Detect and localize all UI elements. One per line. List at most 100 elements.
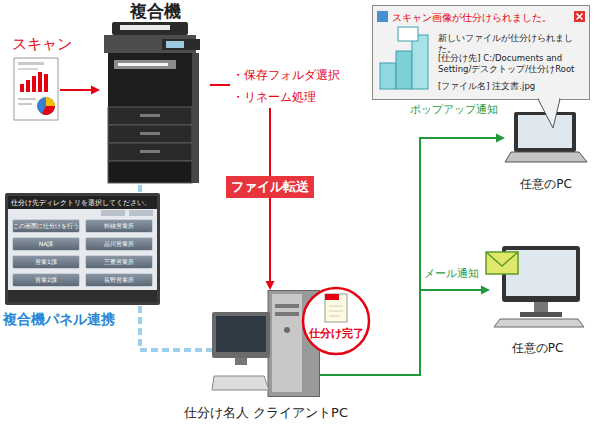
edge-label: メール通知 (424, 266, 479, 281)
art-shape (325, 294, 347, 322)
art-shape (268, 291, 320, 397)
panel-button: 幹線営業所 (85, 219, 153, 233)
scan-arrow (60, 89, 92, 91)
panel-button: 営業1課 (12, 255, 80, 269)
art-shape (216, 316, 266, 352)
process-note: ・保存フォルダ選択 (230, 64, 342, 86)
art-shape (162, 39, 200, 50)
bar (38, 72, 42, 92)
art-shape (329, 316, 340, 317)
art-shape (108, 161, 192, 183)
art-shape (534, 302, 548, 312)
art-shape (275, 312, 299, 316)
art-shape (518, 115, 572, 148)
art-shape (505, 152, 587, 162)
art-shape (373, 6, 590, 100)
art-shape (303, 288, 369, 354)
art-shape (377, 11, 388, 22)
art-shape (108, 107, 192, 125)
art-shape (140, 114, 160, 117)
popup-window: スキャン画像が仕分けられました。新しいファイルが仕分けられました。[仕分け先] … (372, 5, 590, 100)
node-text: 任意のPC (520, 176, 572, 193)
art-shape (398, 27, 418, 41)
bar (32, 76, 36, 92)
node-text: 仕分け完了 (300, 326, 372, 341)
art-shape (577, 14, 583, 20)
edge-label: ポップアップ通知 (410, 102, 498, 117)
node-text: NA課 (13, 238, 79, 250)
art-shape (192, 53, 199, 183)
node-text: 仕分け名人 クライアントPC (184, 404, 348, 422)
art-shape (212, 312, 270, 358)
pie-chart (37, 97, 55, 115)
node-text: 任意のPC (512, 340, 564, 357)
art-shape (166, 41, 184, 48)
envelope-body (486, 252, 518, 274)
art-shape (120, 25, 170, 30)
panel-button: NA課 (12, 237, 80, 251)
art-shape (212, 376, 269, 390)
art-shape (129, 210, 153, 216)
mfp-device-art (100, 22, 210, 185)
node-text: 新しいファイルが仕分けられました。 (438, 33, 586, 54)
node-text: 三重営業所 (86, 256, 152, 268)
art-shape (8, 196, 157, 209)
pie-slice (42, 106, 55, 115)
process-note: ・リネーム処理 (230, 86, 318, 108)
art-shape (5, 193, 160, 305)
panel-link-label: 複合機パネル連携 (3, 311, 115, 329)
arrowhead (481, 286, 490, 295)
art-shape (380, 63, 396, 89)
art-shape (118, 63, 168, 66)
art-shape (112, 22, 188, 35)
art-shape (272, 294, 302, 392)
mfp-device: 複合機 (100, 22, 210, 185)
art-shape (101, 210, 125, 216)
art-shape (235, 358, 247, 365)
client-pc-art (212, 290, 320, 400)
node-text: [ファイル名] 注文書.jpg (438, 81, 586, 92)
art-shape (412, 35, 428, 89)
pie-slice (46, 97, 55, 106)
node-text: スキャン画像が仕分けられました。 (392, 11, 552, 25)
art-shape (108, 143, 192, 161)
scan-arrowhead (91, 86, 100, 95)
node-text: 長野営業所 (86, 274, 152, 286)
bar (20, 84, 24, 92)
art-shape (494, 319, 584, 327)
client-pc: 仕分け名人 クライアントPC (212, 290, 320, 400)
art-shape (108, 125, 192, 143)
art-shape (140, 150, 160, 153)
art-shape (284, 327, 290, 333)
scanned-document (14, 58, 58, 120)
scan-label: スキャン (12, 35, 72, 54)
done-callout: 仕分け完了 (300, 286, 372, 356)
art-shape (104, 35, 196, 53)
bar (26, 80, 30, 92)
edge-label: ファイル転送 (226, 176, 314, 198)
paper-sheet (14, 58, 58, 120)
art-shape (506, 250, 576, 296)
art-shape (520, 312, 562, 317)
arrowhead (496, 134, 505, 143)
mail-envelope (486, 252, 518, 274)
paper-line (18, 98, 36, 100)
node-text: [仕分け先] C:/Documents and Setting/デスクトップ/仕… (438, 53, 586, 74)
node-text: 複合機 (130, 0, 181, 23)
paper-line (18, 68, 38, 70)
node-text: 営業1課 (13, 256, 79, 268)
node-text: 営業2課 (13, 274, 79, 286)
art-shape (329, 306, 343, 307)
art-shape (574, 11, 585, 22)
done-callout-art (300, 286, 372, 356)
bar (44, 74, 48, 92)
node-text: 品川営業所 (86, 238, 152, 250)
panel-screen: 仕分け先ディレクトリを選択してください。この画面に仕分けを行う幹線営業所NA課品… (5, 193, 160, 305)
popup-pointer-join (539, 98, 559, 100)
art-shape (275, 304, 299, 308)
art-shape (502, 246, 580, 302)
paper-line (18, 103, 32, 105)
art-shape (396, 51, 412, 89)
art-shape (329, 311, 343, 312)
